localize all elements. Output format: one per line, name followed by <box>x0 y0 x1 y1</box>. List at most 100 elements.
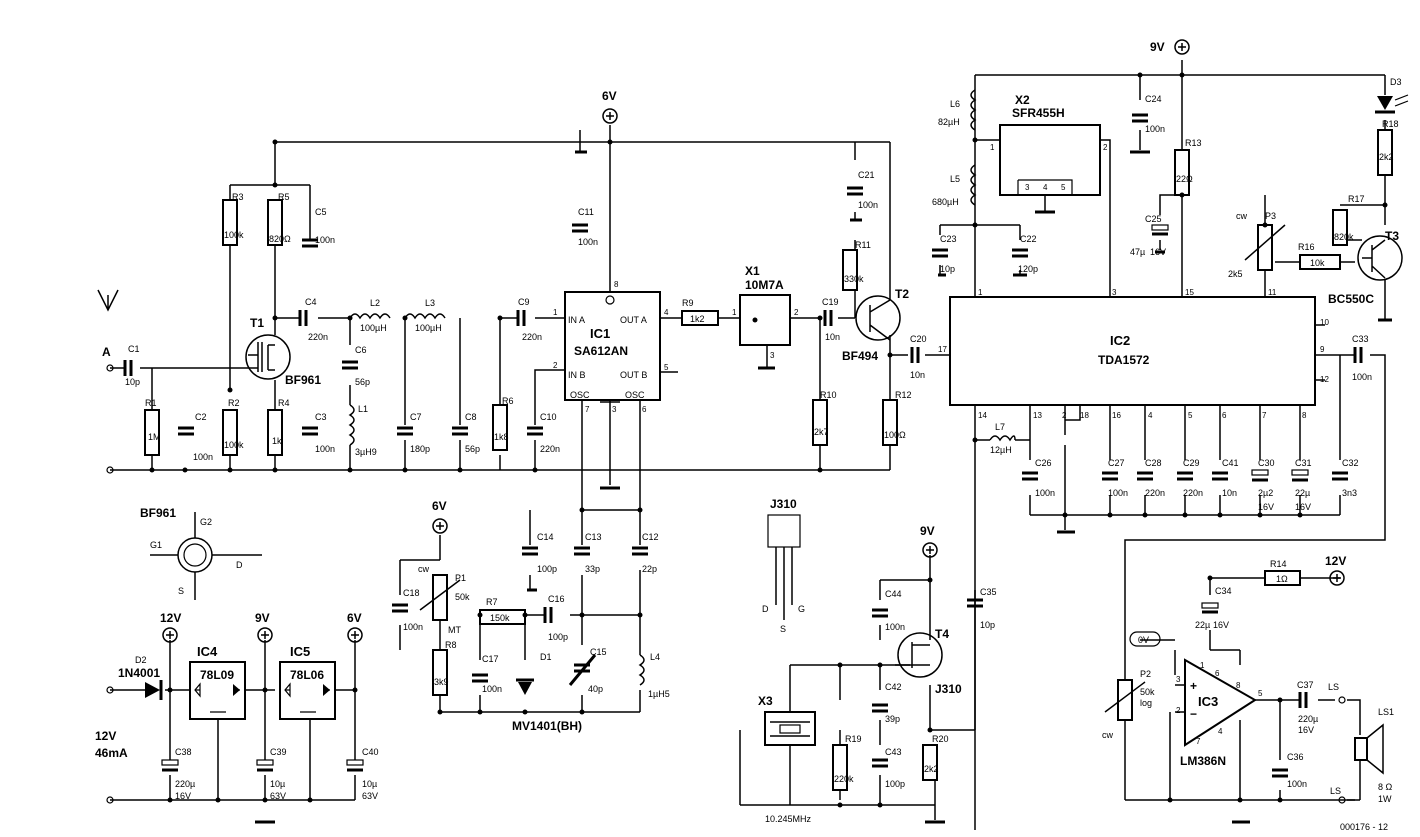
svg-text:L2: L2 <box>370 298 380 308</box>
svg-text:9: 9 <box>1320 345 1325 354</box>
svg-text:C32: C32 <box>1342 458 1359 468</box>
svg-text:C23: C23 <box>940 234 957 244</box>
svg-text:C28: C28 <box>1145 458 1162 468</box>
svg-text:2: 2 <box>1062 411 1067 420</box>
svg-text:C10: C10 <box>540 412 557 422</box>
svg-text:6V: 6V <box>432 499 447 513</box>
svg-text:X3: X3 <box>758 694 773 708</box>
svg-text:220n: 220n <box>522 332 542 342</box>
svg-text:J310: J310 <box>935 682 962 696</box>
svg-text:39p: 39p <box>885 714 900 724</box>
ic3-part: LM386N <box>1180 754 1226 768</box>
svg-text:1: 1 <box>990 143 995 152</box>
svg-text:L1: L1 <box>358 404 368 414</box>
svg-text:T1: T1 <box>250 316 264 330</box>
t2-transistor: T2 BF494 <box>842 287 909 363</box>
ground-symbols <box>255 130 1392 824</box>
svg-text:C36: C36 <box>1287 752 1304 762</box>
svg-text:12V: 12V <box>95 729 116 743</box>
svg-text:680µH: 680µH <box>932 197 959 207</box>
x2-filter: X2 SFR455H 1 2 3 4 5 <box>990 93 1108 196</box>
svg-text:22µ: 22µ <box>1195 620 1210 630</box>
svg-text:8: 8 <box>1302 411 1307 420</box>
ic1-name: IC1 <box>590 326 610 341</box>
svg-text:2k7: 2k7 <box>814 427 829 437</box>
svg-text:S: S <box>780 624 786 634</box>
svg-text:22µ: 22µ <box>1295 488 1310 498</box>
svg-text:100µH: 100µH <box>360 323 387 333</box>
svg-text:3: 3 <box>1176 675 1181 684</box>
svg-text:16V: 16V <box>1258 502 1274 512</box>
svg-text:5: 5 <box>1061 183 1066 192</box>
svg-text:220µ: 220µ <box>1298 714 1318 724</box>
svg-text:R13: R13 <box>1185 138 1202 148</box>
svg-text:A: A <box>102 345 111 359</box>
svg-text:2: 2 <box>553 361 558 370</box>
svg-text:16V: 16V <box>1298 725 1314 735</box>
svg-text:120p: 120p <box>1018 264 1038 274</box>
bf961-pinout: BF961 G2 G1 D S <box>140 506 262 600</box>
antenna: A <box>97 289 119 804</box>
svg-text:16: 16 <box>1112 411 1121 420</box>
svg-text:6V: 6V <box>347 611 362 625</box>
svg-text:63V: 63V <box>362 791 378 801</box>
svg-text:8: 8 <box>1236 681 1241 690</box>
svg-text:OSC: OSC <box>570 390 590 400</box>
svg-text:2: 2 <box>1176 706 1181 715</box>
svg-text:C18: C18 <box>403 588 420 598</box>
svg-text:OUT A: OUT A <box>620 315 647 325</box>
svg-text:2k2: 2k2 <box>1379 152 1394 162</box>
svg-text:100n: 100n <box>1108 488 1128 498</box>
svg-text:R16: R16 <box>1298 242 1315 252</box>
svg-text:L7: L7 <box>995 422 1005 432</box>
svg-text:18: 18 <box>1080 411 1089 420</box>
diodes: D1 MV1401(BH) D2 1N4001 D3 <box>118 77 1409 733</box>
svg-text:LS1: LS1 <box>1378 707 1394 717</box>
ic4: IC4 78L09 <box>189 644 246 720</box>
svg-text:100p: 100p <box>548 632 568 642</box>
svg-text:3: 3 <box>1025 183 1030 192</box>
svg-text:1M: 1M <box>148 432 161 442</box>
svg-text:100n: 100n <box>193 452 213 462</box>
svg-text:R10: R10 <box>820 390 837 400</box>
svg-text:BC550C: BC550C <box>1328 292 1374 306</box>
svg-text:3k9: 3k9 <box>434 677 449 687</box>
svg-text:R3: R3 <box>232 192 244 202</box>
svg-text:D3: D3 <box>1390 77 1402 87</box>
svg-text:SFR455H: SFR455H <box>1012 106 1065 120</box>
svg-text:G2: G2 <box>200 517 212 527</box>
svg-text:OSC: OSC <box>625 390 645 400</box>
svg-text:100n: 100n <box>1145 124 1165 134</box>
svg-text:0V: 0V <box>1138 635 1149 645</box>
svg-text:16V: 16V <box>175 791 191 801</box>
svg-text:100n: 100n <box>403 622 423 632</box>
svg-text:17: 17 <box>938 345 947 354</box>
svg-text:C38: C38 <box>175 747 192 757</box>
svg-text:10n: 10n <box>1222 488 1237 498</box>
svg-text:C21: C21 <box>858 170 875 180</box>
svg-text:220n: 220n <box>540 444 560 454</box>
svg-text:7: 7 <box>1196 737 1201 746</box>
svg-text:820k: 820k <box>1334 232 1354 242</box>
svg-text:IC5: IC5 <box>290 644 310 659</box>
svg-text:9V: 9V <box>1150 40 1165 54</box>
ic2: IC2 TDA1572 1 3 15 11 10 9 12 17 14 13 2… <box>938 288 1329 421</box>
svg-text:220k: 220k <box>834 774 854 784</box>
svg-text:R1: R1 <box>145 398 157 408</box>
svg-text:100n: 100n <box>578 237 598 247</box>
svg-text:C7: C7 <box>410 412 422 422</box>
svg-text:MT: MT <box>448 625 461 635</box>
svg-text:IC4: IC4 <box>197 644 218 659</box>
svg-text:R17: R17 <box>1348 194 1365 204</box>
svg-text:C22: C22 <box>1020 234 1037 244</box>
svg-text:C8: C8 <box>465 412 477 422</box>
svg-text:P3: P3 <box>1265 211 1276 221</box>
svg-text:C39: C39 <box>270 747 287 757</box>
svg-text:L6: L6 <box>950 99 960 109</box>
svg-text:4: 4 <box>1218 727 1223 736</box>
svg-text:10n: 10n <box>910 370 925 380</box>
svg-text:D: D <box>762 604 769 614</box>
figure-code: 000176 - 12 <box>1340 822 1388 832</box>
